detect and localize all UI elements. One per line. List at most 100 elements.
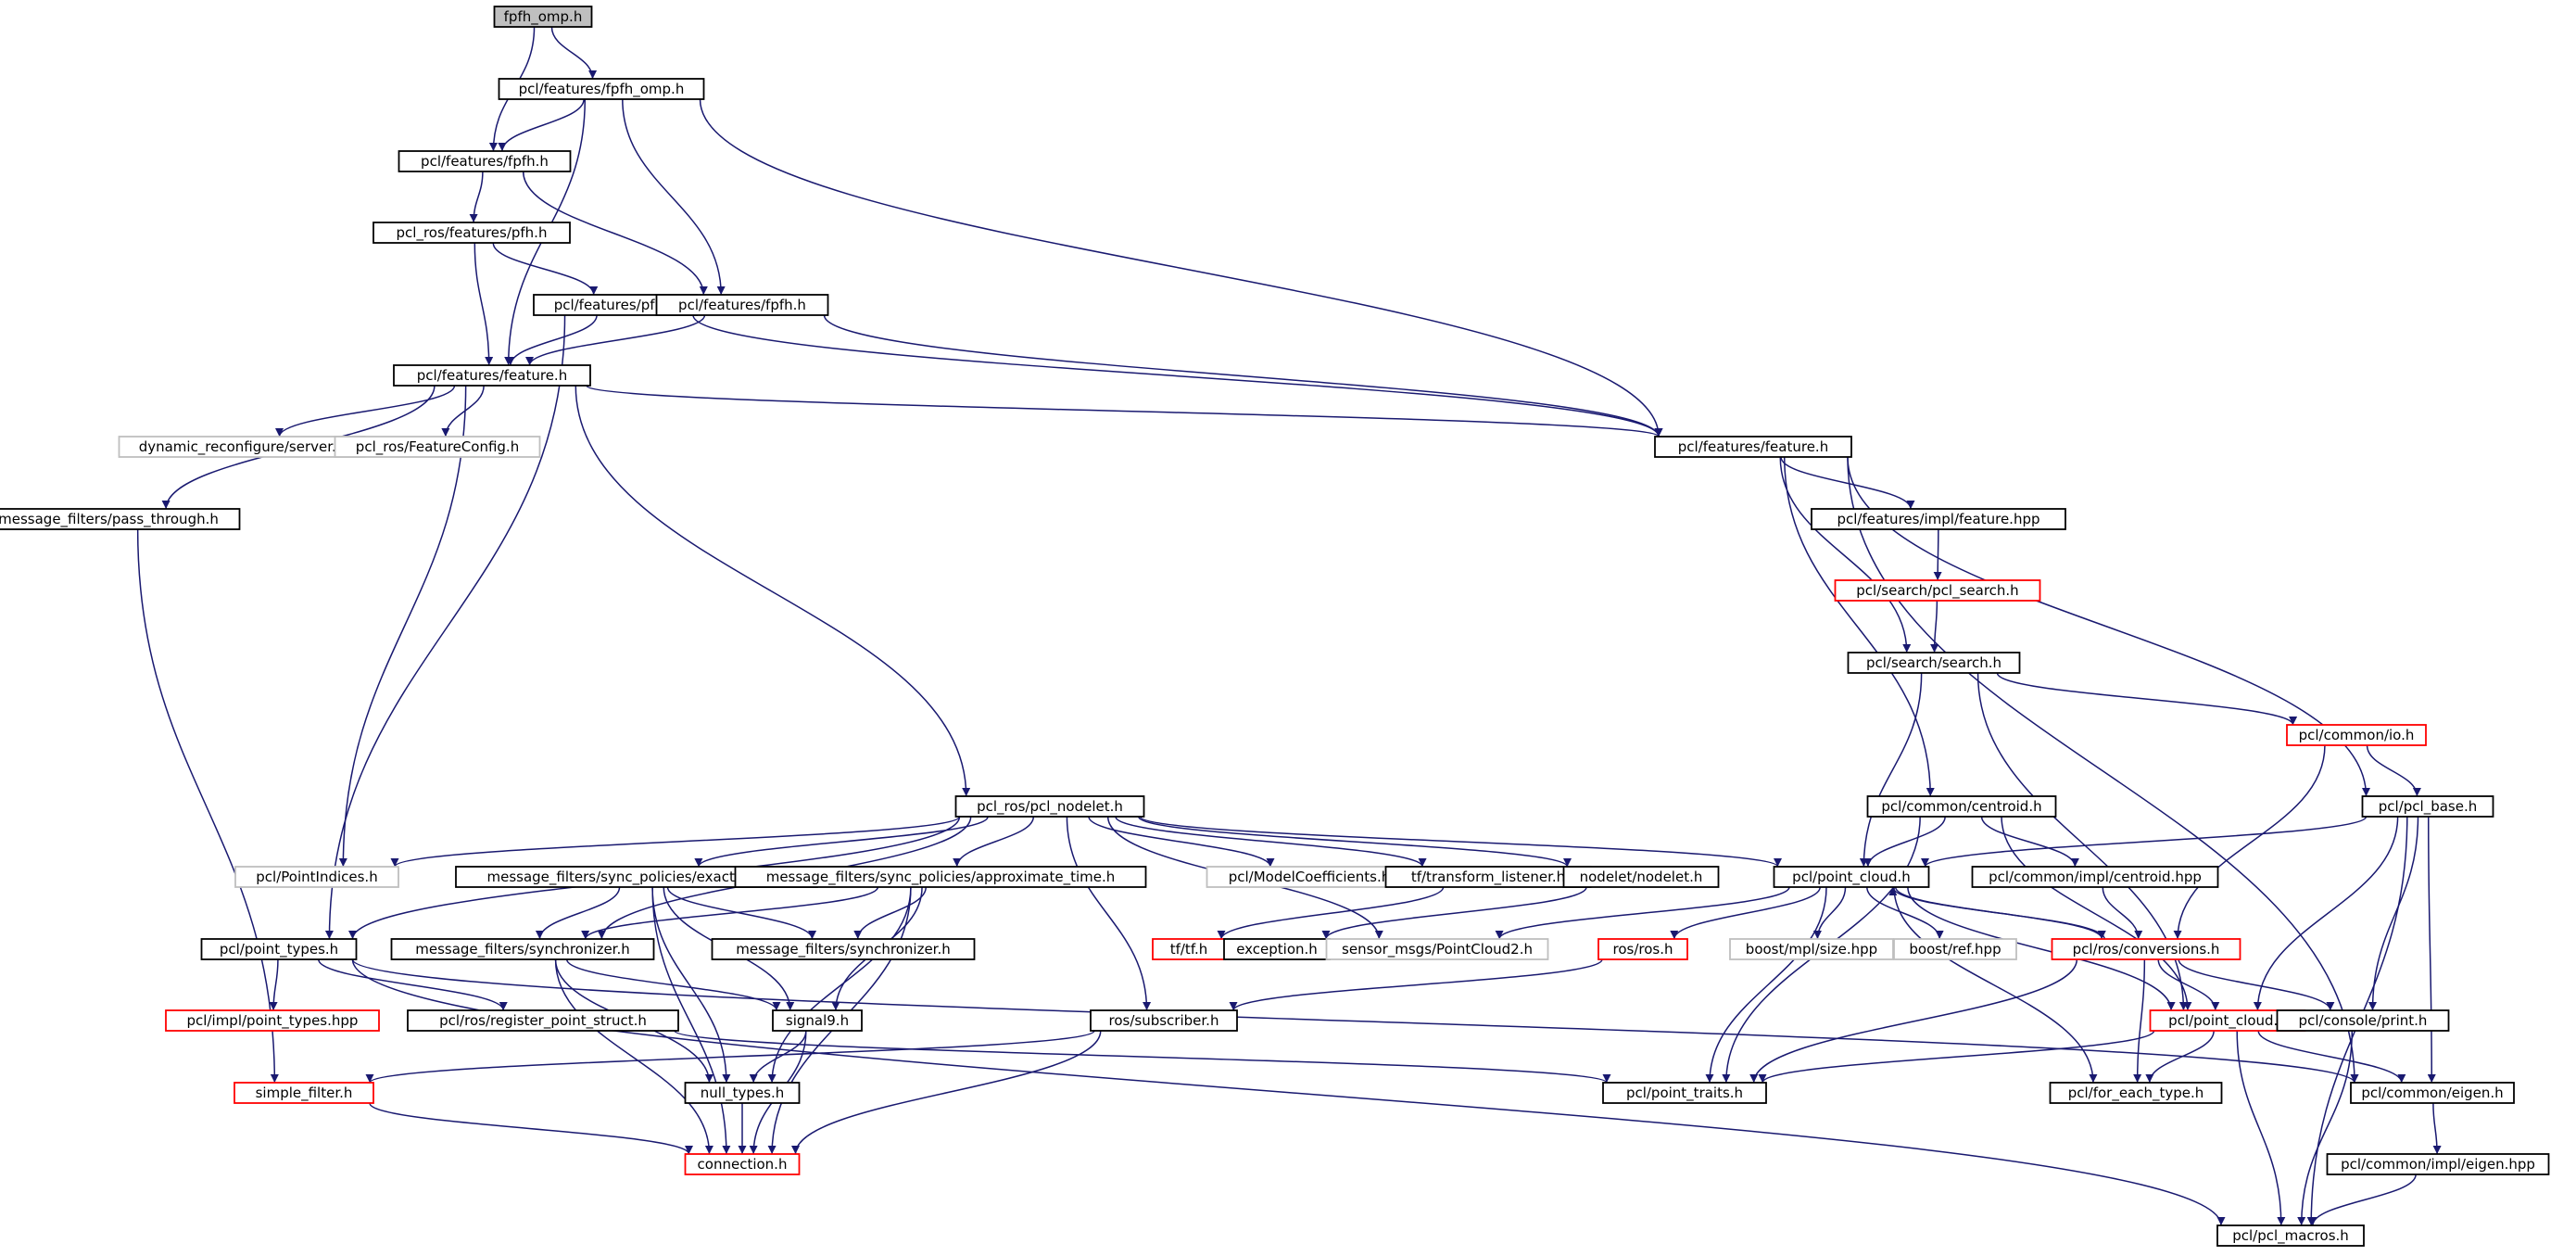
- edge: [791, 1030, 1102, 1155]
- edge-pcl-features-fpfh-h-a-to-pcl-features-fpfh-h-b: [522, 171, 708, 296]
- edge-message-filters-sync-policies-exact-time-h-to-connection-h: [651, 886, 731, 1155]
- node-pcl-features-impl-feature-hpp[interactable]: pcl/features/impl/feature.hpp: [1811, 508, 2066, 530]
- edge-ros-subscriber-h-to-simple-filter-h: [365, 1030, 1095, 1084]
- node-signal9-h[interactable]: signal9.h: [772, 1009, 863, 1032]
- edge: [1859, 672, 1923, 868]
- node-label: ros/subscriber.h: [1109, 1012, 1219, 1029]
- edge: [853, 886, 927, 940]
- node-label: message_filters/sync_policies/exact_time…: [487, 869, 787, 886]
- node-label: pcl/common/io.h: [2299, 727, 2415, 743]
- node-pcl-common-impl-eigen-hpp[interactable]: pcl/common/impl/eigen.hpp: [2326, 1153, 2550, 1175]
- node-pcl-point-cloud-h-b[interactable]: pcl/point_cloud.h: [2149, 1009, 2306, 1032]
- node-pcl-common-eigen-h[interactable]: pcl/common/eigen.h: [2350, 1082, 2515, 1104]
- edge: [2102, 886, 2143, 940]
- node-pcl-features-fpfh-h-a[interactable]: pcl/features/fpfh.h: [398, 150, 572, 172]
- node-pcl-features-fpfh-h-b[interactable]: pcl/features/fpfh.h: [655, 294, 829, 316]
- node-box: [165, 1009, 380, 1032]
- node-message-filters-pass-through-h[interactable]: message_filters/pass_through.h: [0, 508, 241, 530]
- node-pcl-pcl-macros-h[interactable]: pcl/pcl_macros.h: [2216, 1224, 2365, 1247]
- edge: [1088, 816, 1275, 868]
- node-layer: fpfh_omp.h pcl/features/fpfh_omp.h pcl/fea…: [0, 6, 2550, 1247]
- node-pcl-ros-features-pfh-h[interactable]: pcl_ros/features/pfh.h: [373, 222, 571, 244]
- node-box: [2286, 724, 2427, 746]
- node-box: [711, 938, 976, 960]
- edge-pcl-features-pfh-h-to-pcl-features-feature-h-b: [692, 314, 1663, 438]
- node-label: pcl/search/pcl_search.h: [1856, 582, 2018, 600]
- node-pcl-ros-pcl-nodelet-h[interactable]: pcl_ros/pcl_nodelet.h: [954, 795, 1145, 818]
- node-label: dynamic_reconfigure/server.h: [139, 438, 346, 456]
- node-ros-subscriber-h[interactable]: ros/subscriber.h: [1090, 1009, 1238, 1032]
- node-pcl-point-cloud-h-a[interactable]: pcl/point_cloud.h: [1773, 866, 1930, 888]
- node-nodelet-nodelet-h[interactable]: nodelet/nodelet.h: [1562, 866, 1720, 888]
- edge-pcl-features-feature-h-b-to-pcl-search-search-h: [1779, 456, 1912, 653]
- node-pcl-modelcoefficients-h[interactable]: pcl/ModelCoefficients.h: [1206, 866, 1413, 888]
- node-pcl-common-centroid-h[interactable]: pcl/common/centroid.h: [1866, 795, 2057, 818]
- node-dynamic-reconfigure-server-h[interactable]: dynamic_reconfigure/server.h: [118, 436, 366, 458]
- edge-pcl-common-impl-centroid-hpp-to-pcl-ros-conversions-h: [2102, 886, 2143, 940]
- node-label: pcl/common/impl/eigen.hpp: [2341, 1156, 2535, 1173]
- node-pcl-features-fpfh-omp-h[interactable]: pcl/features/fpfh_omp.h: [498, 78, 705, 100]
- node-box: [655, 294, 829, 316]
- node-tf-transform-listener-h[interactable]: tf/transform_listener.h: [1384, 866, 1592, 888]
- node-pcl-ros-register-point-struct-h[interactable]: pcl/ros/register_point_struct.h: [407, 1009, 679, 1032]
- edge-pcl-point-cloud-h-b-to-pcl-for-each-type-h: [2145, 1030, 2215, 1084]
- node-pcl-pointindices-h[interactable]: pcl/PointIndices.h: [234, 866, 399, 888]
- edge: [1812, 886, 1847, 940]
- node-box: [684, 1082, 801, 1104]
- node-label: boost/mpl/size.hpp: [1746, 941, 1877, 958]
- node-tf-tf-h[interactable]: tf/tf.h: [1152, 938, 1226, 960]
- edge: [492, 242, 599, 296]
- edge-message-filters-sync-policies-exact-time-h-to-null-types-h: [651, 886, 731, 1084]
- node-simple-filter-h[interactable]: simple_filter.h: [234, 1082, 374, 1104]
- node-pcl-common-impl-centroid-hpp[interactable]: pcl/common/impl/centroid.hpp: [1971, 866, 2219, 888]
- node-exception-h[interactable]: exception.h: [1223, 938, 1331, 960]
- edge: [2157, 958, 2220, 1011]
- node-label: pcl/pcl_base.h: [2379, 798, 2477, 816]
- node-pcl-search-search-h[interactable]: pcl/search/search.h: [1847, 652, 2021, 674]
- node-fpfh-omp-h[interactable]: fpfh_omp.h: [493, 6, 593, 28]
- edge: [369, 1102, 693, 1155]
- edge-pcl-point-cloud-h-a-to-ros-ros-h: [1670, 886, 1821, 940]
- node-label: message_filters/synchronizer.h: [736, 941, 950, 958]
- node-box: [234, 866, 399, 888]
- edge: [565, 958, 781, 1011]
- node-label: simple_filter.h: [256, 1085, 353, 1102]
- edge: [749, 1030, 807, 1084]
- edge-pcl-ros-conversions-h-to-pcl-point-traits-h: [1749, 958, 2078, 1084]
- node-sensor-msgs-pointcloud2-h[interactable]: sensor_msgs/PointCloud2.h: [1325, 938, 1549, 960]
- node-boost-ref-hpp[interactable]: boost/ref.hpp: [1893, 938, 2017, 960]
- node-pcl-ros-conversions-h[interactable]: pcl/ros/conversions.h: [2051, 938, 2241, 960]
- edge: [1921, 816, 2368, 868]
- node-pcl-point-types-h[interactable]: pcl/point_types.h: [200, 938, 358, 960]
- node-ros-ros-h[interactable]: ros/ros.h: [1597, 938, 1688, 960]
- edge-pcl-features-feature-h-a-to-pcl-features-feature-h-b: [586, 385, 1663, 438]
- node-label: pcl/features/feature.h: [1678, 438, 1828, 455]
- node-null-types-h[interactable]: null_types.h: [684, 1082, 801, 1104]
- node-box: [2350, 1082, 2515, 1104]
- node-box: [1602, 1082, 1767, 1104]
- node-pcl-common-io-h[interactable]: pcl/common/io.h: [2286, 724, 2427, 746]
- node-connection-h[interactable]: connection.h: [684, 1153, 801, 1175]
- node-pcl-pcl-base-h[interactable]: pcl/pcl_base.h: [2361, 795, 2494, 818]
- node-pcl-features-feature-h-a[interactable]: pcl/features/feature.h: [393, 364, 591, 387]
- edge-message-filters-pass-through-h-to-simple-filter-h: [136, 528, 279, 1084]
- node-box: [373, 222, 571, 244]
- edge-pcl-pcl-base-h-to-pcl-point-cloud-h-b: [2253, 816, 2399, 1011]
- edge: [469, 171, 484, 223]
- node-pcl-features-feature-h-b[interactable]: pcl/features/feature.h: [1654, 436, 1852, 458]
- node-message-filters-synchronizer-h-b[interactable]: message_filters/synchronizer.h: [711, 938, 976, 960]
- node-box: [1834, 579, 2041, 602]
- node-message-filters-sync-policies-approximate-time-h[interactable]: message_filters/sync_policies/approximat…: [734, 866, 1147, 888]
- edge-pcl-search-search-h-to-pcl-point-cloud-h-a: [1859, 672, 1923, 868]
- node-pcl-console-print-h[interactable]: pcl/console/print.h: [2276, 1009, 2450, 1032]
- edge-pcl-ros-pcl-nodelet-h-to-pcl-pointindices-h: [390, 816, 961, 868]
- node-pcl-for-each-type-h[interactable]: pcl/for_each_type.h: [2049, 1082, 2223, 1104]
- node-boost-mpl-size-hpp[interactable]: boost/mpl/size.hpp: [1729, 938, 1894, 960]
- node-pcl-impl-point-types-hpp[interactable]: pcl/impl/point_types.hpp: [165, 1009, 380, 1032]
- node-pcl-ros-featureconfig-h[interactable]: pcl_ros/FeatureConfig.h: [334, 436, 541, 458]
- node-message-filters-synchronizer-h-a[interactable]: message_filters/synchronizer.h: [390, 938, 655, 960]
- node-pcl-point-traits-h[interactable]: pcl/point_traits.h: [1602, 1082, 1767, 1104]
- node-pcl-search-pcl-search-h[interactable]: pcl/search/pcl_search.h: [1834, 579, 2041, 602]
- edge-pcl-point-types-h-to-pcl-pcl-macros-h: [351, 958, 2226, 1226]
- edge-pcl-features-feature-h-b-to-pcl-features-impl-feature-hpp: [1780, 456, 1915, 510]
